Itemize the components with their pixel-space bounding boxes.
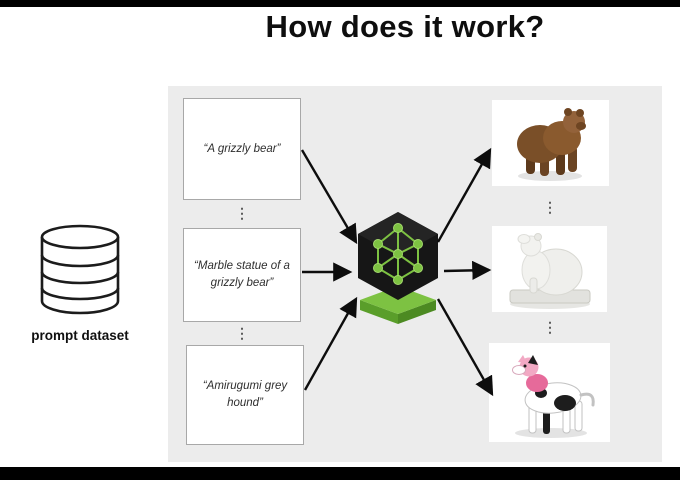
output-marble-statue-image <box>492 226 607 312</box>
prompt-dataset-group: prompt dataset <box>18 224 142 343</box>
database-icon <box>40 224 120 315</box>
ellipsis-dots: ⋮ <box>543 199 557 215</box>
prompt-box-grizzly-bear: “A grizzly bear” <box>183 98 301 200</box>
amigurumi-greyhound-render <box>489 343 610 442</box>
letterbox-bottom-bar <box>0 467 680 480</box>
letterbox-top-bar <box>0 0 680 7</box>
ellipsis-dots: ⋮ <box>543 319 557 335</box>
prompt-box-marble-statue: “Marble statue of a grizzly bear” <box>183 228 301 322</box>
output-amigurumi-greyhound-image <box>489 343 610 442</box>
ellipsis-dots: ⋮ <box>235 205 249 221</box>
output-grizzly-bear-image <box>492 100 609 186</box>
prompt-text: “Marble statue of a grizzly bear” <box>194 260 290 289</box>
prompt-text: “Amirugumi grey hound” <box>202 380 288 409</box>
grizzly-bear-render <box>492 100 609 186</box>
neural-network-icon <box>352 210 444 324</box>
marble-statue-bear-render <box>492 226 607 312</box>
prompt-dataset-label: prompt dataset <box>31 328 129 343</box>
prompt-box-amigurumi-greyhound: “Amirugumi grey hound” <box>186 345 304 445</box>
prompt-text: “A grizzly bear” <box>203 142 281 155</box>
page-title: How does it work? <box>265 9 545 44</box>
ellipsis-dots: ⋮ <box>235 325 249 341</box>
